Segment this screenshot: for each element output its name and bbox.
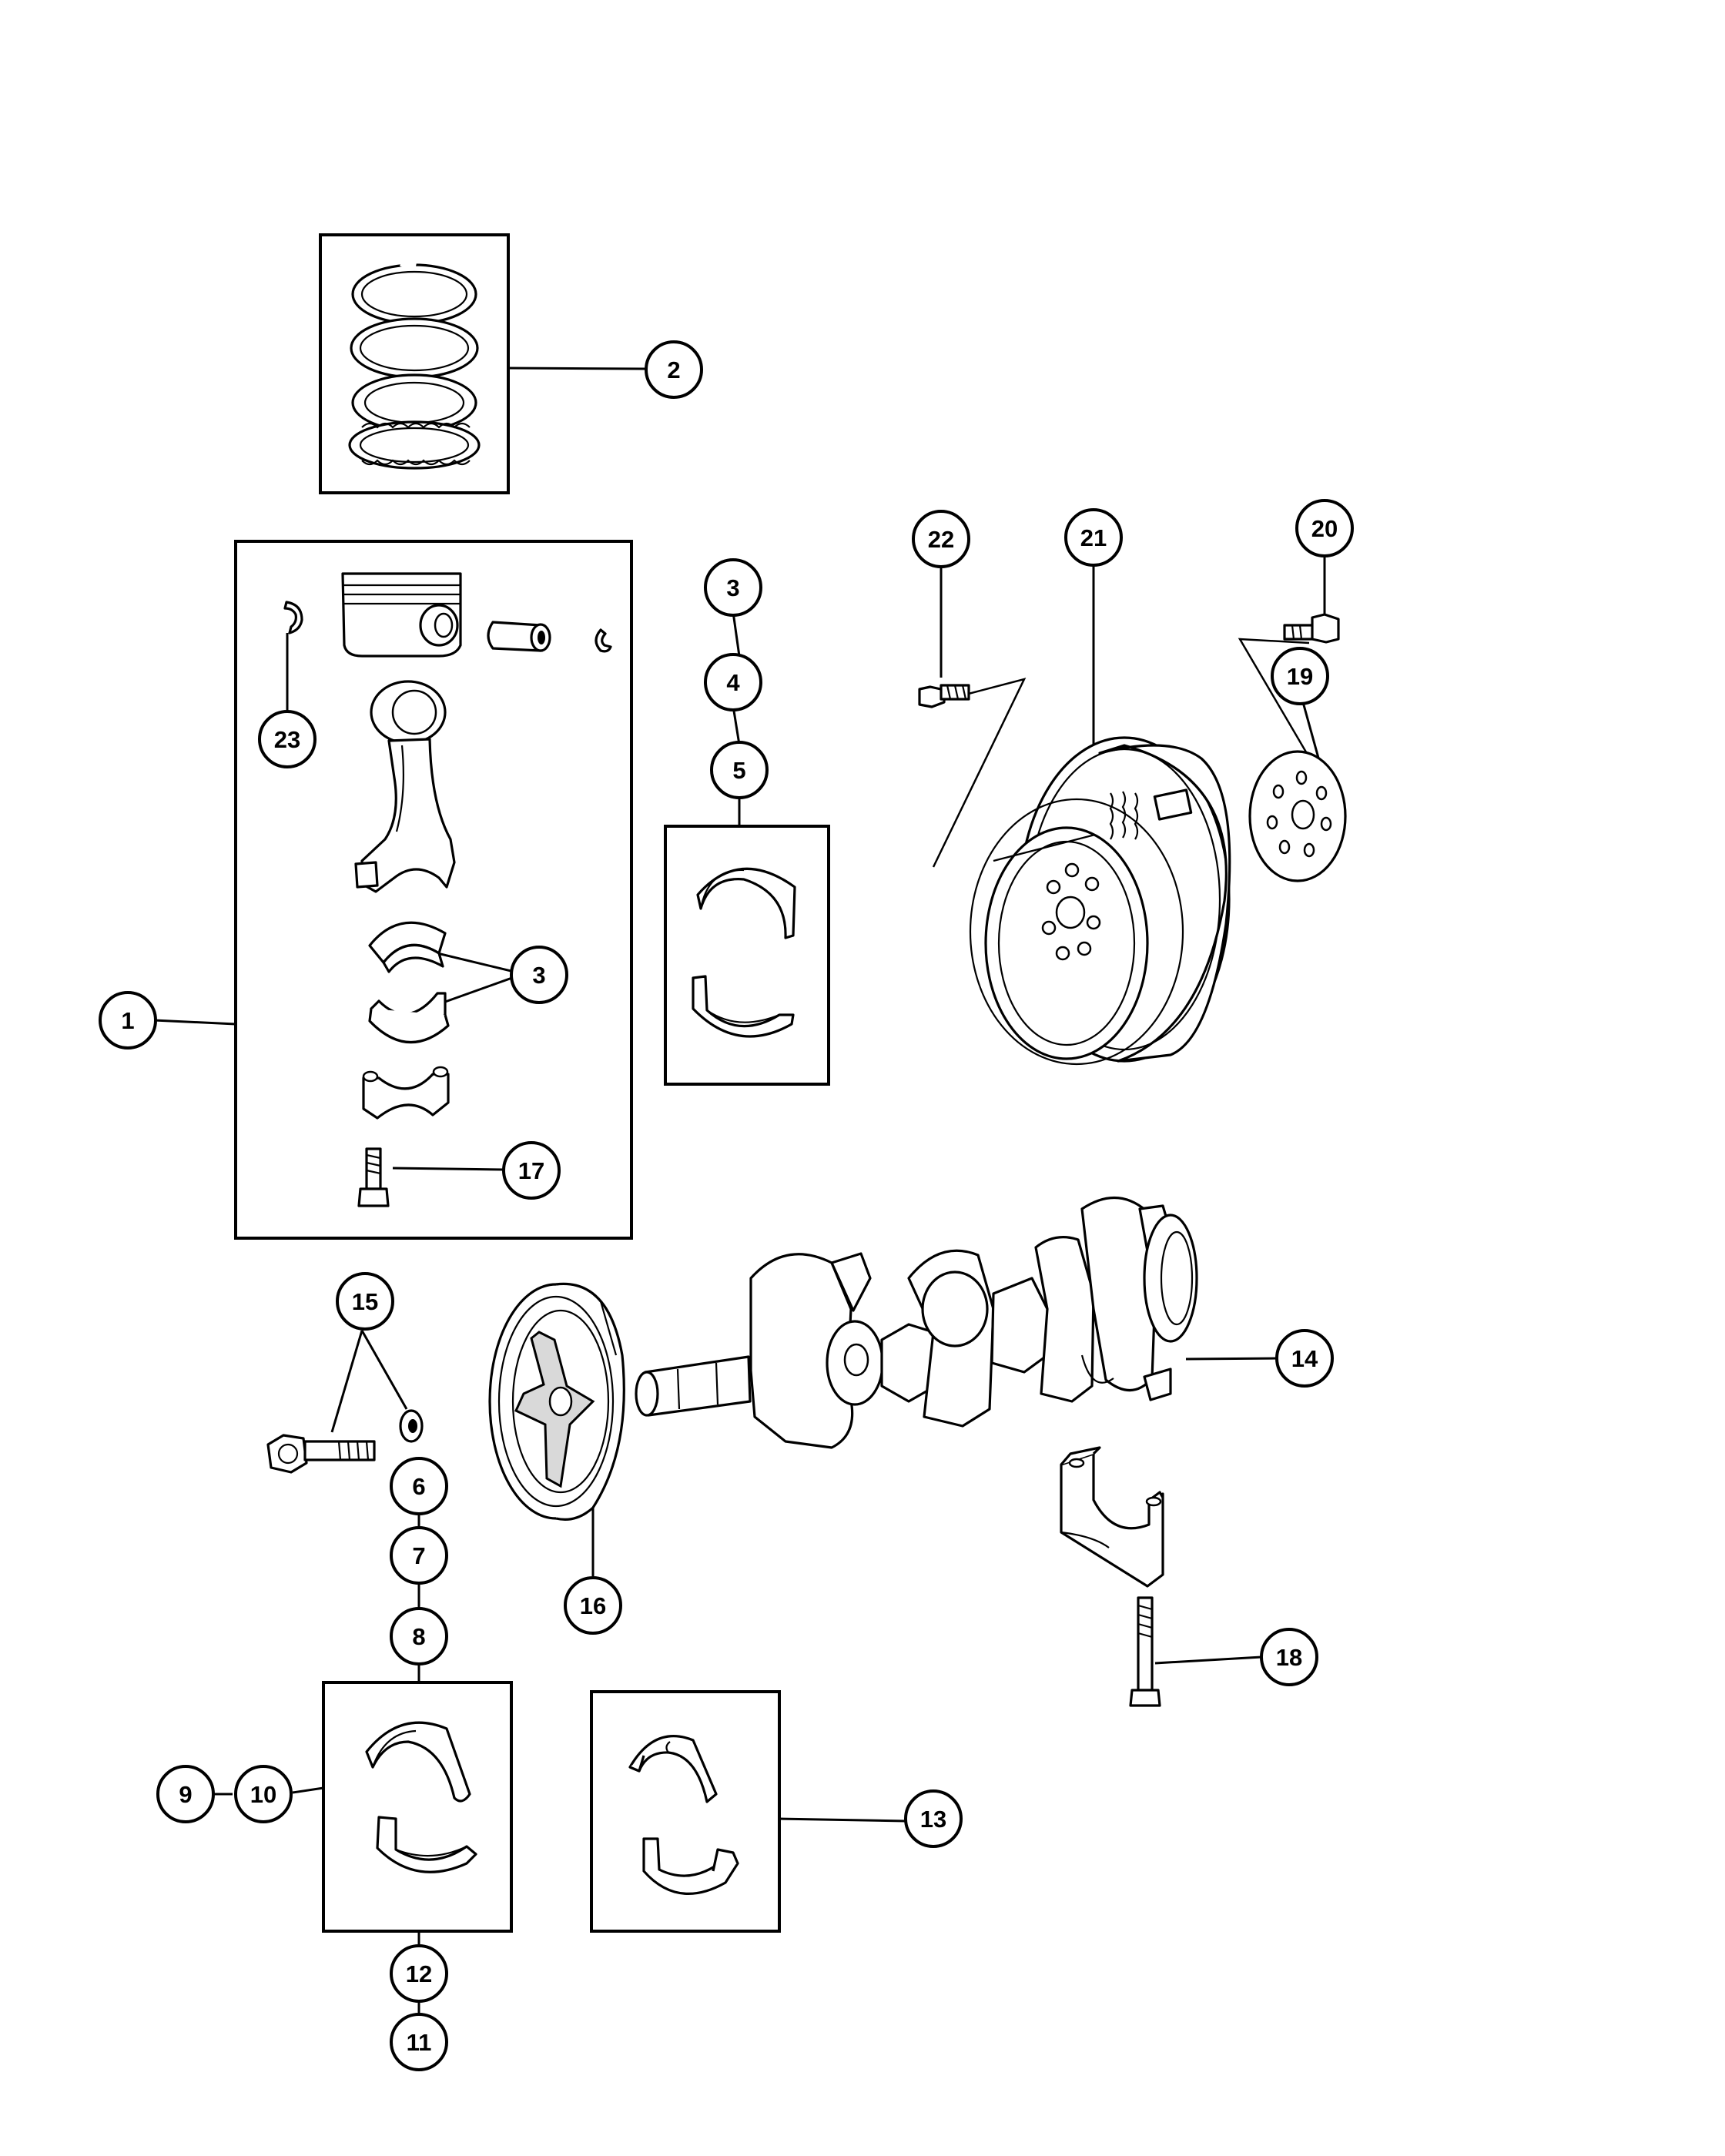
svg-text:21: 21	[1080, 524, 1107, 551]
main-bearing-lower-icon	[376, 1816, 477, 1873]
svg-text:2: 2	[667, 357, 680, 383]
callout-19: 19	[1271, 647, 1329, 705]
callout-21: 21	[1064, 508, 1123, 567]
svg-text:7: 7	[412, 1542, 425, 1569]
pulley-washer-icon	[399, 1409, 424, 1443]
piston-rings-icon	[348, 260, 481, 470]
crankshaft-icon	[635, 1196, 1198, 1449]
rod-bolt-icon	[357, 1147, 390, 1207]
callout-6: 6	[390, 1457, 448, 1515]
pulley-bolt-icon	[266, 1434, 376, 1474]
svg-text:9: 9	[179, 1781, 192, 1808]
callout-5: 5	[710, 741, 769, 799]
svg-text:23: 23	[274, 726, 300, 753]
callout-17: 17	[502, 1141, 561, 1200]
callout-3-upper: 3	[704, 558, 762, 617]
callout-18: 18	[1260, 1628, 1318, 1686]
callout-11: 11	[390, 2013, 448, 2071]
connecting-rod-icon	[354, 680, 456, 893]
callout-9: 9	[156, 1765, 215, 1823]
piston-pin-icon	[487, 621, 551, 652]
rod-bearing-upper-icon	[368, 921, 447, 973]
callout-14: 14	[1275, 1329, 1334, 1388]
svg-text:11: 11	[407, 2029, 432, 2056]
flexplate-icon	[1248, 750, 1347, 882]
callout-7: 7	[390, 1526, 448, 1585]
thrust-bearing-upper-icon	[628, 1735, 718, 1803]
callout-1: 1	[99, 991, 157, 1050]
svg-text:19: 19	[1287, 663, 1313, 690]
svg-text:3: 3	[726, 574, 739, 601]
svg-text:16: 16	[580, 1592, 606, 1619]
svg-text:12: 12	[406, 1960, 432, 1987]
piston-rod-assembly-frame	[234, 540, 633, 1240]
callout-23: 23	[258, 710, 317, 768]
callout-12: 12	[390, 1944, 448, 2003]
callout-13: 13	[904, 1789, 963, 1848]
svg-text:3: 3	[532, 962, 545, 989]
callout-16: 16	[564, 1576, 622, 1635]
svg-text:8: 8	[412, 1623, 425, 1650]
thrust-bearing-frame	[590, 1690, 781, 1933]
piston-ring-set-frame	[319, 233, 510, 494]
callout-4: 4	[704, 653, 762, 711]
thrust-bearing-lower-icon	[642, 1837, 739, 1896]
callout-2: 2	[645, 340, 703, 399]
main-bearing-upper-icon	[365, 1721, 471, 1803]
flexplate-bolt-icon	[1238, 613, 1340, 774]
main-cap-icon	[1060, 1446, 1164, 1588]
svg-text:14: 14	[1291, 1345, 1318, 1372]
bearing-shell-lower-icon	[692, 975, 795, 1038]
svg-text:18: 18	[1276, 1644, 1302, 1671]
pulley-icon	[488, 1282, 625, 1521]
svg-text:4: 4	[726, 669, 740, 696]
main-cap-bolt-icon	[1129, 1596, 1161, 1707]
svg-text:17: 17	[518, 1157, 544, 1184]
pin-clip-right-icon	[595, 628, 612, 653]
svg-text:10: 10	[250, 1781, 276, 1808]
rod-bearing-frame	[664, 825, 830, 1086]
rod-bearing-lower-icon	[368, 992, 450, 1044]
svg-text:22: 22	[928, 526, 954, 553]
svg-text:15: 15	[352, 1288, 378, 1315]
damper-bolt-icon	[918, 684, 970, 708]
pin-clip-left-icon	[283, 601, 303, 634]
callout-20: 20	[1295, 499, 1354, 557]
svg-text:20: 20	[1311, 515, 1338, 542]
callout-10: 10	[234, 1765, 293, 1823]
callout-3-rod: 3	[510, 946, 568, 1004]
svg-text:13: 13	[920, 1806, 946, 1833]
svg-text:1: 1	[121, 1007, 134, 1034]
svg-text:5: 5	[732, 757, 745, 784]
bearing-shell-upper-icon	[696, 867, 796, 939]
callout-15: 15	[336, 1272, 394, 1331]
leader-lines	[153, 367, 1326, 2019]
svg-text:6: 6	[412, 1473, 425, 1500]
piston-icon	[341, 572, 462, 658]
callout-8: 8	[390, 1607, 448, 1666]
rod-cap-icon	[362, 1066, 450, 1120]
callout-22: 22	[912, 510, 970, 568]
damper-icon	[932, 678, 1231, 1066]
main-bearing-frame	[322, 1681, 513, 1933]
